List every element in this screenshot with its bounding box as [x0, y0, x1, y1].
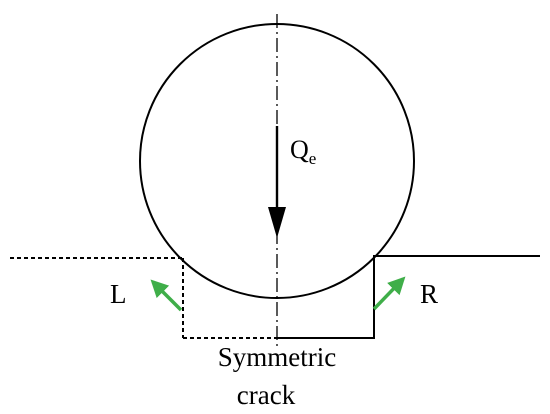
left-label: L — [110, 279, 127, 309]
left-green-arrow — [150, 279, 183, 312]
load-label-main: Q — [290, 135, 309, 164]
right-label: R — [420, 279, 438, 309]
load-label-sub: e — [309, 149, 317, 168]
load-arrow-head — [268, 207, 286, 238]
crack-caption-line1: Symmetric — [218, 342, 336, 372]
right-surface-solid — [277, 255, 540, 339]
right-green-arrow — [372, 276, 406, 311]
load-label: Qe — [290, 135, 316, 168]
crack-caption-line2: crack — [237, 380, 296, 410]
